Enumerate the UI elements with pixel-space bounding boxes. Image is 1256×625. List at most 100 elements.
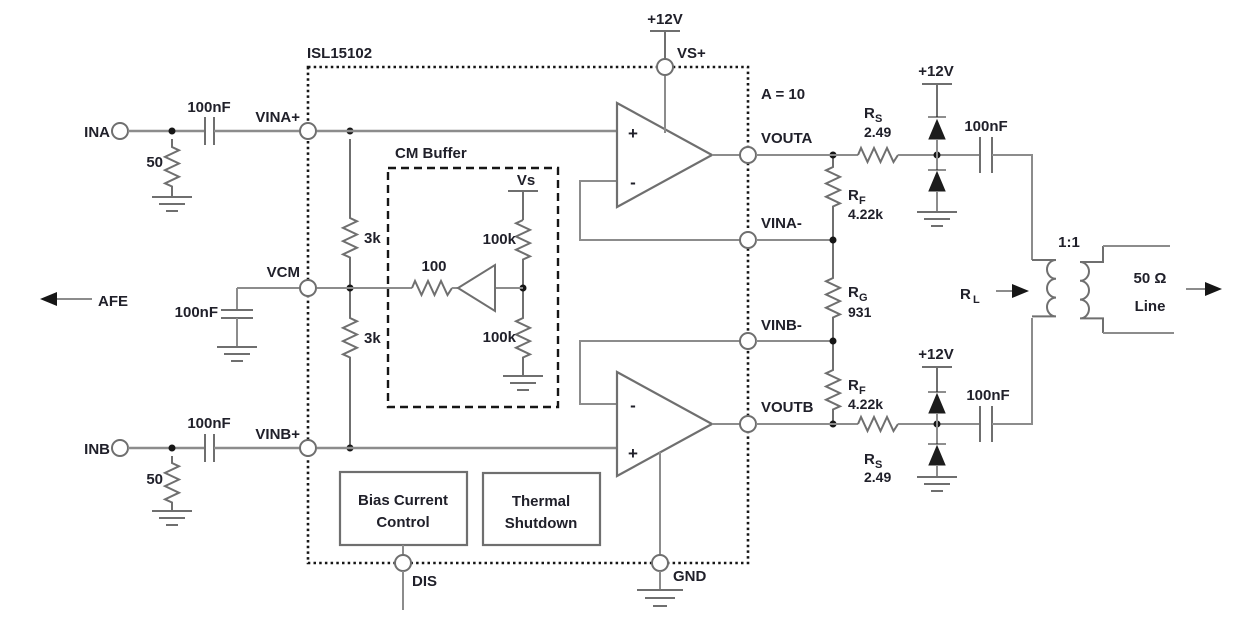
- rs-a-resistor: [857, 145, 899, 165]
- opamp-a-plus-sign: +: [628, 124, 638, 143]
- cm-buffer-vs-label: Vs: [517, 172, 535, 189]
- pin-gnd-label: GND: [673, 568, 707, 585]
- cm-series-resistor: [411, 278, 453, 298]
- output-a-cap: [979, 137, 993, 173]
- rg-resistor: [823, 240, 843, 341]
- opamp-b-triangle: [615, 370, 715, 478]
- transformer-primary: [1032, 259, 1057, 318]
- rl-arrow-head: [1012, 284, 1029, 298]
- dis-terminal: [394, 554, 412, 572]
- opamp-b: - +: [317, 340, 740, 555]
- bias-resistor-upper: [340, 139, 360, 288]
- cap-b-to-transformer-wire: [992, 318, 1033, 425]
- line-label: Line: [1135, 298, 1166, 315]
- vs-rail: [508, 190, 538, 220]
- ground-symbol: [152, 196, 192, 212]
- input-b-network: INB 50 100nF VINB+: [84, 415, 300, 526]
- vina-minus-terminal: [739, 231, 757, 249]
- line-impedance-label: 50 Ω: [1134, 270, 1167, 287]
- rs-b-resistor: [857, 414, 899, 434]
- voutb-terminal: [739, 415, 757, 433]
- vcm-left-wire: [236, 287, 300, 310]
- inb-terminal: [111, 439, 129, 457]
- ina-terminal: [111, 122, 129, 140]
- vs-supply: +12V VS+: [647, 11, 706, 76]
- vcm-cap: [221, 309, 253, 319]
- rf-top-resistor: [823, 155, 843, 240]
- vinb-plus-terminal: [299, 439, 317, 457]
- right-pins: A = 10 VOUTA VINA- VINB- VOUTB: [739, 86, 814, 433]
- output-a-path: R S 2.49 +12V 100nF: [756, 63, 1033, 260]
- rs-b-sub: S: [875, 459, 882, 471]
- gnd-terminal: [651, 554, 669, 572]
- clamp-a-bottom-diode: [928, 170, 946, 192]
- rf-bottom-resistor: [823, 341, 843, 424]
- clamp-b-supply-label: +12V: [918, 346, 953, 363]
- vina-plus-terminal: [299, 122, 317, 140]
- clamp-a-top-diode: [928, 118, 946, 140]
- cm-resistor-upper: [513, 219, 533, 288]
- termination-resistor-b: [162, 456, 182, 511]
- thermal-shutdown-block: [481, 471, 602, 547]
- turns-ratio-label: 1:1: [1058, 234, 1080, 251]
- opamp-b-plus-sign: +: [628, 444, 638, 463]
- main-supply-bar: [650, 30, 680, 59]
- control-blocks: Bias Current Control Thermal Shutdown DI…: [338, 470, 707, 610]
- rf-top-ref: R: [848, 187, 859, 204]
- gain-label: A = 10: [761, 86, 805, 103]
- opamp-b-feedback-wire: [579, 340, 740, 405]
- feedback-network: R F 4.22k R G 931 R F 4.22k: [756, 151, 883, 428]
- clamp-b-bottom-diode: [928, 444, 946, 466]
- vcm-network: AFE 100nF VCM 3k 3k: [40, 127, 412, 452]
- termination-a-value: 50: [146, 154, 163, 171]
- pin-vinb-plus-label: VINB+: [255, 426, 300, 443]
- coupling-cap-b-value: 100nF: [187, 415, 230, 432]
- clamp-a-supply-label: +12V: [918, 63, 953, 80]
- vs-plus-terminal: [656, 58, 674, 76]
- opamp-a-minus-sign: -: [630, 173, 636, 192]
- cm-buffer: CM Buffer Vs 100k 100k 100: [386, 145, 560, 409]
- rs-a-value: 2.49: [864, 124, 891, 140]
- transformer-secondary: [1079, 246, 1104, 333]
- rf-top-value: 4.22k: [848, 206, 883, 222]
- junction-dot: [168, 127, 176, 135]
- cm-resistor-lower: [513, 288, 533, 376]
- bias-resistor-lower: [340, 288, 360, 448]
- vinb-minus-terminal: [739, 332, 757, 350]
- bias-block-line2: Control: [376, 514, 429, 531]
- cap-a-to-transformer-wire: [992, 154, 1033, 260]
- termination-resistor-a: [162, 139, 182, 197]
- rg-ref: R: [848, 284, 859, 301]
- pin-vcm-label: VCM: [267, 264, 300, 281]
- pin-voutb-label: VOUTB: [761, 399, 814, 416]
- cm-resistor-lower-value: 100k: [483, 329, 517, 346]
- ground-symbol: [917, 211, 957, 227]
- rl-sub: L: [973, 294, 980, 306]
- ground-symbol: [503, 375, 543, 391]
- input-a-network: INA 50 100nF VINA+: [84, 99, 300, 212]
- vcm-terminal: [299, 279, 317, 297]
- ground-symbol: [217, 346, 257, 362]
- opamp-a-feedback-wire: [579, 180, 740, 241]
- gnd-ground-symbol: [637, 589, 683, 607]
- line-out-arrow-head: [1205, 282, 1222, 296]
- rg-sub: G: [859, 292, 868, 304]
- rf-top-sub: F: [859, 195, 866, 207]
- vcm-cap-value: 100nF: [175, 304, 218, 321]
- vouta-terminal: [739, 146, 757, 164]
- rg-value: 931: [848, 304, 872, 320]
- rf-bottom-ref: R: [848, 377, 859, 394]
- rs-a-sub: S: [875, 113, 882, 125]
- rs-a-ref: R: [864, 105, 875, 122]
- coupling-cap-b: [204, 434, 215, 462]
- output-b-cap-value: 100nF: [966, 387, 1009, 404]
- clamp-a-supply-bar: [922, 83, 952, 117]
- thermal-block-line2: Shutdown: [505, 515, 577, 532]
- output-a-cap-value: 100nF: [964, 118, 1007, 135]
- junction-dot: [829, 236, 837, 244]
- afe-label: AFE: [98, 293, 128, 310]
- ground-symbol: [152, 510, 192, 526]
- rs-b-ref: R: [864, 451, 875, 468]
- bias-resistor-lower-value: 3k: [364, 330, 381, 347]
